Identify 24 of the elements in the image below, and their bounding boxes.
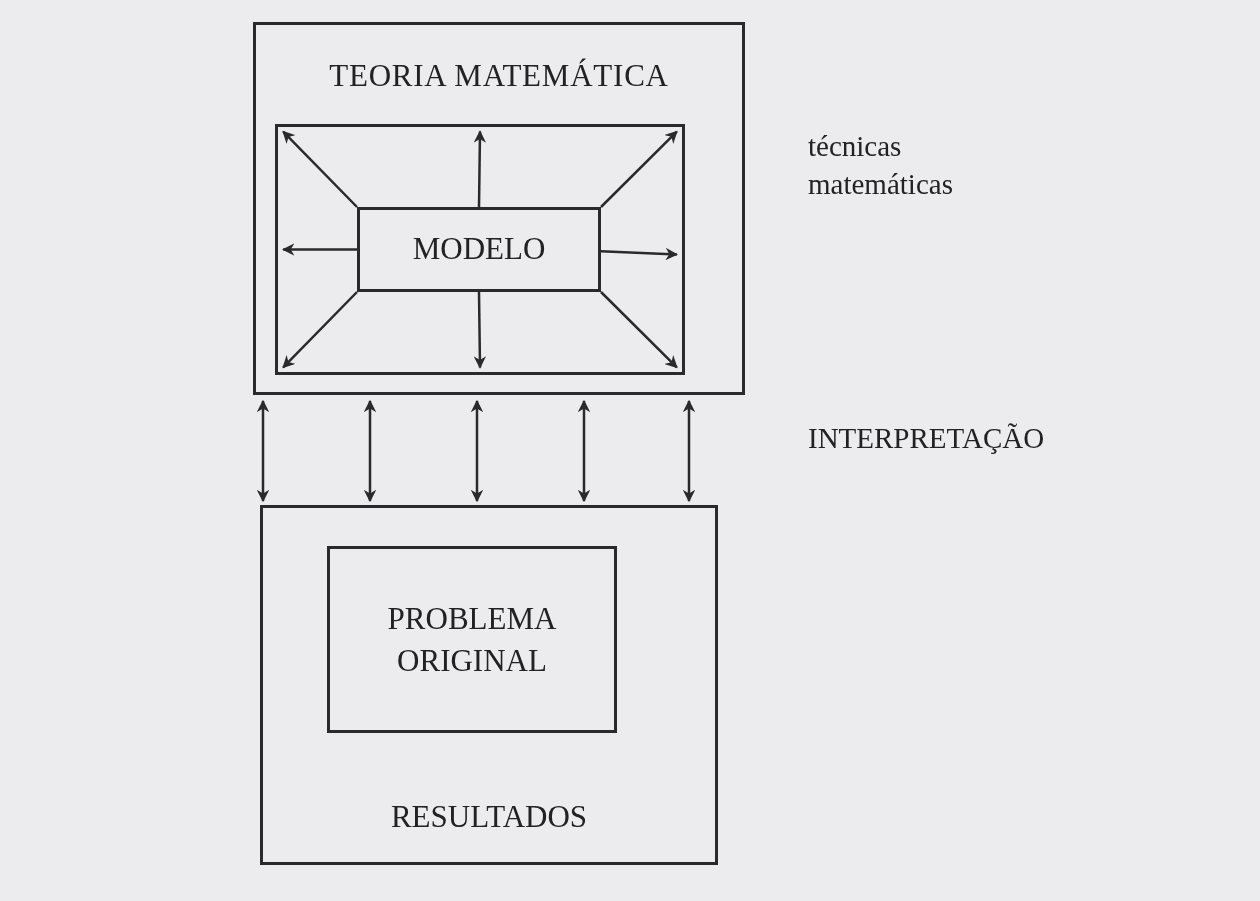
- box: [253, 22, 745, 395]
- box-title: TEORIA MATEMÁTICA: [329, 58, 669, 93]
- arrow: [282, 130, 358, 208]
- arrow: [282, 291, 358, 369]
- arrow: [577, 399, 591, 503]
- annotation-text: técnicas matemáticas: [808, 129, 954, 202]
- box: [357, 207, 601, 292]
- arrow: [256, 399, 270, 503]
- box-title: MODELO: [412, 230, 546, 269]
- arrow: [473, 292, 487, 369]
- annotation-text: INTERPRETAÇÃO: [808, 421, 1046, 456]
- box-title: RESULTADOS: [390, 798, 588, 834]
- arrow: [600, 291, 678, 369]
- arrow: [600, 130, 678, 208]
- arrow: [600, 247, 679, 261]
- arrow: [473, 130, 487, 207]
- box-title: PROBLEMA ORIGINAL: [386, 599, 558, 680]
- arrow: [363, 399, 377, 503]
- frame-box: [275, 124, 685, 375]
- arrow: [682, 399, 696, 503]
- arrow: [281, 243, 357, 256]
- box: [327, 546, 617, 733]
- arrow: [470, 399, 484, 503]
- box: [260, 505, 718, 865]
